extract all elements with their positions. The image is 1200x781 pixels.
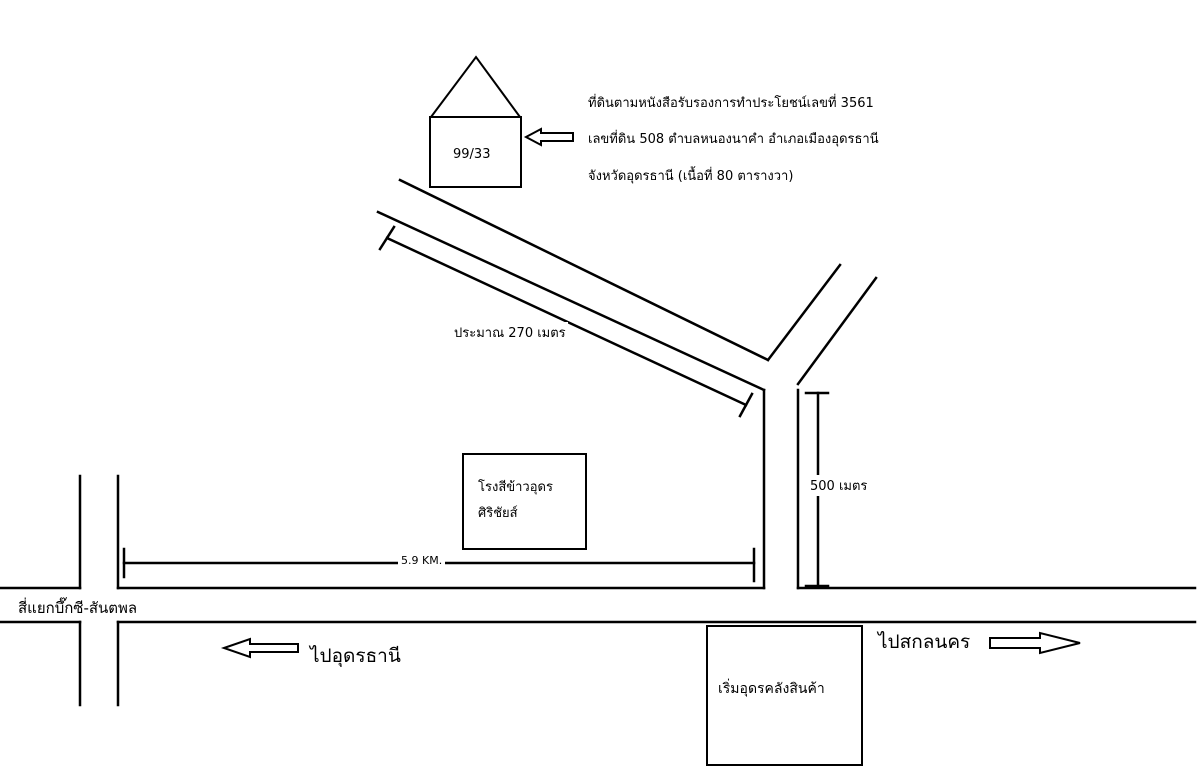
house-icon (429, 55, 522, 188)
road-fork-left (766, 263, 842, 362)
to-udon-label: ไปอุดรธานี (310, 645, 401, 667)
house-number-label: 99/33 (453, 147, 491, 162)
diagonal-road-lower (376, 210, 766, 392)
land-description-line-3: จังหวัดอุดรธานี (เนื้อที่ 80 ตารางวา) (588, 169, 794, 184)
dimension-tick-diagonal-start (378, 225, 396, 251)
diagonal-road-upper (398, 178, 770, 362)
dimension-line-diagonal (385, 236, 748, 407)
road-fork-right (796, 276, 878, 386)
left-arrow-icon (220, 637, 299, 659)
rice-mill-label-line-1: โรงสีข้าวอุดร (478, 480, 553, 495)
distance-diagonal-label: ประมาณ 270 เมตร (452, 322, 568, 343)
right-arrow-icon (989, 631, 1081, 655)
land-description-line-1: ที่ดินตามหนังสือรับรองการทำประโยชน์เลขที… (588, 96, 874, 111)
land-description-line-2: เลขที่ดิน 508 ตำบลหนองนาคำ อำเภอเมืองอุด… (588, 132, 879, 147)
dimension-tick-diagonal-end (738, 392, 754, 418)
intersection-label: สี่แยกบึ๊กซี-สันตพล (18, 599, 138, 617)
rice-mill-label-line-2: ศิริชัยส์ (478, 506, 518, 521)
distance-horizontal-label: 5.9 KM. (398, 554, 446, 567)
warehouse-box: เริ่มอุดรคลังสินค้า (706, 625, 863, 766)
warehouse-label: เริ่มอุดรคลังสินค้า (718, 681, 825, 697)
to-sakon-label: ไปสกลนคร (878, 631, 971, 653)
distance-vertical-label: 500 เมตร (808, 475, 870, 496)
left-arrow-icon (523, 127, 574, 147)
rice-mill-box: โรงสีข้าวอุดร ศิริชัยส์ (462, 453, 587, 550)
